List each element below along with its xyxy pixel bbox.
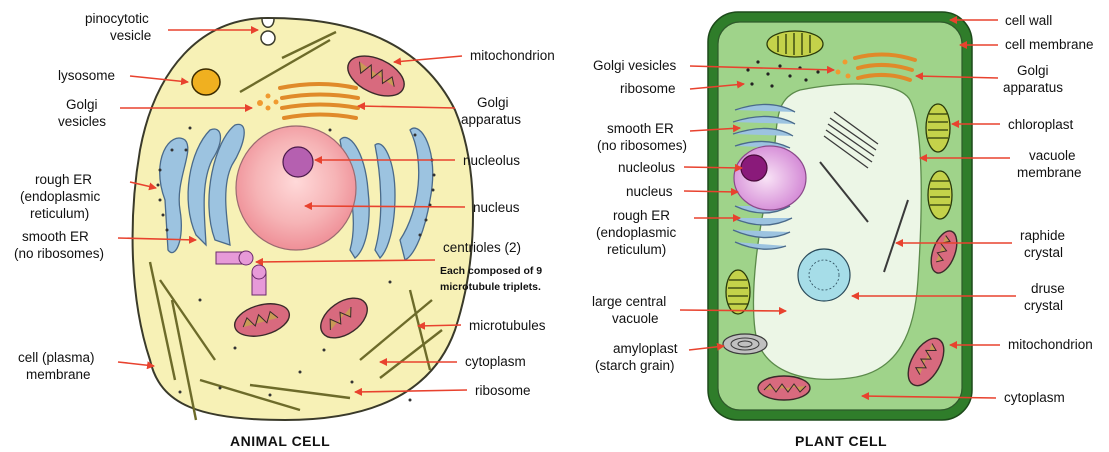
label-pinocytotic-2: vesicle xyxy=(110,28,151,43)
label-mitochondrion: mitochondrion xyxy=(470,48,555,63)
chloroplast-2 xyxy=(926,104,950,152)
chloroplast-3 xyxy=(928,171,952,219)
label-amyloplast: amyloplast xyxy=(613,341,678,356)
label-vacuole-membrane: vacuole xyxy=(1029,148,1076,163)
label-plant-nucleus: nucleus xyxy=(626,184,673,199)
label-plant-nucleolus: nucleolus xyxy=(618,160,675,175)
label-nucleolus: nucleolus xyxy=(463,153,520,168)
label-large-central-vacuole: large central xyxy=(592,294,666,309)
animal-cell xyxy=(133,18,473,420)
arrow-cell-membrane xyxy=(118,362,154,366)
label-druse-2: crystal xyxy=(1024,298,1063,313)
label-raphide: raphide xyxy=(1020,228,1065,243)
label-smooth-er-2: (no ribosomes) xyxy=(14,246,104,261)
arrow-plant-nucleus xyxy=(684,191,738,192)
label-ribosome: ribosome xyxy=(475,383,531,398)
label-golgi-apparatus: Golgi xyxy=(477,95,509,110)
plant-mitochondrion-3 xyxy=(758,376,810,400)
druse-crystal xyxy=(798,249,850,301)
animal-nucleus xyxy=(236,126,356,250)
label-rough-er-3: reticulum) xyxy=(30,206,89,221)
label-plant-smooth-er-2: (no ribosomes) xyxy=(597,138,687,153)
arrow-plant-nucleolus xyxy=(684,167,742,168)
label-large-central-vacuole-2: vacuole xyxy=(612,311,659,326)
label-centrioles-note-2: microtubule triplets. xyxy=(440,281,541,293)
label-rough-er: rough ER xyxy=(35,172,92,187)
label-plant-golgi-apparatus: Golgi xyxy=(1017,63,1049,78)
arrow-large-central-vacuole xyxy=(680,310,786,311)
label-plant-cell-membrane: cell membrane xyxy=(1005,37,1094,52)
label-lysosome: lysosome xyxy=(58,68,115,83)
plant-nucleolus xyxy=(741,155,767,181)
lysosome xyxy=(192,69,220,95)
animal-cell-title: ANIMAL CELL xyxy=(230,433,330,449)
label-microtubules: microtubules xyxy=(469,318,546,333)
chloroplast-1 xyxy=(767,31,823,57)
label-rough-er-2: (endoplasmic xyxy=(20,189,101,204)
label-cell-membrane-2: membrane xyxy=(26,367,91,382)
label-cell-membrane: cell (plasma) xyxy=(18,350,95,365)
chloroplast-4 xyxy=(726,270,750,314)
label-plant-golgi-vesicles: Golgi vesicles xyxy=(593,58,677,73)
label-plant-cytoplasm: cytoplasm xyxy=(1004,390,1065,405)
pinocytotic-vesicle xyxy=(261,19,275,45)
label-centrioles-note: Each composed of 9 xyxy=(440,265,542,277)
label-golgi-apparatus-2: apparatus xyxy=(461,112,521,127)
label-nucleus: nucleus xyxy=(473,200,520,215)
label-plant-rough-er-2: (endoplasmic xyxy=(596,225,677,240)
label-amyloplast-2: (starch grain) xyxy=(595,358,675,373)
label-druse: druse xyxy=(1031,281,1065,296)
label-smooth-er: smooth ER xyxy=(22,229,89,244)
arrow-nucleus xyxy=(305,206,465,207)
label-pinocytotic: pinocytotic xyxy=(85,11,149,26)
label-golgi-vesicles: Golgi xyxy=(66,97,98,112)
label-centrioles: centrioles (2) xyxy=(443,240,521,255)
label-vacuole-membrane-2: membrane xyxy=(1017,165,1082,180)
label-golgi-vesicles-2: vesicles xyxy=(58,114,106,129)
plant-cell xyxy=(708,12,972,420)
arrow-microtubules xyxy=(418,325,461,326)
label-raphide-2: crystal xyxy=(1024,245,1063,260)
label-plant-golgi-apparatus-2: apparatus xyxy=(1003,80,1063,95)
label-plant-ribosome: ribosome xyxy=(620,81,676,96)
label-chloroplast: chloroplast xyxy=(1008,117,1074,132)
label-plant-smooth-er: smooth ER xyxy=(607,121,674,136)
label-plant-mitochondrion: mitochondrion xyxy=(1008,337,1093,352)
label-plant-rough-er: rough ER xyxy=(613,208,670,223)
animal-nucleolus xyxy=(283,147,313,177)
amyloplast xyxy=(723,334,767,354)
plant-cell-title: PLANT CELL xyxy=(795,433,887,449)
label-plant-rough-er-3: reticulum) xyxy=(607,242,666,257)
label-cell-wall: cell wall xyxy=(1005,13,1052,28)
label-cytoplasm: cytoplasm xyxy=(465,354,526,369)
